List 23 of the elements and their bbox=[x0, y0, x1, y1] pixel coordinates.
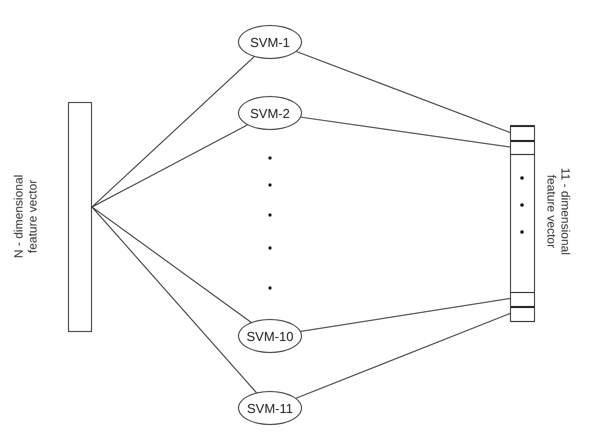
connector-line bbox=[92, 206, 257, 394]
connector-line bbox=[296, 51, 510, 133]
connector-line bbox=[92, 56, 255, 208]
node-label: SVM-1 bbox=[250, 34, 290, 50]
axis-caption: N - dimensional feature vector bbox=[12, 174, 40, 260]
connector-line bbox=[92, 124, 248, 208]
vector-cell bbox=[511, 307, 534, 322]
connector-line bbox=[296, 313, 510, 399]
feature-vector-bar bbox=[68, 102, 92, 332]
feature-vector-bar bbox=[510, 125, 535, 322]
vector-cell bbox=[511, 292, 534, 307]
vector-cell bbox=[511, 126, 534, 141]
node-label: SVM-2 bbox=[250, 106, 290, 120]
node-label: SVM-10 bbox=[246, 328, 294, 344]
connector-line bbox=[300, 116, 510, 148]
axis-caption: 11 - dimensional feature vector bbox=[544, 166, 572, 256]
connector-line bbox=[92, 206, 252, 323]
node-label: SVM-11 bbox=[247, 400, 293, 416]
vector-cell bbox=[511, 141, 534, 155]
svm-ellipse bbox=[238, 96, 302, 130]
svm-ellipse bbox=[238, 391, 302, 425]
connector-line bbox=[300, 298, 510, 332]
svm-ellipse bbox=[238, 25, 302, 59]
